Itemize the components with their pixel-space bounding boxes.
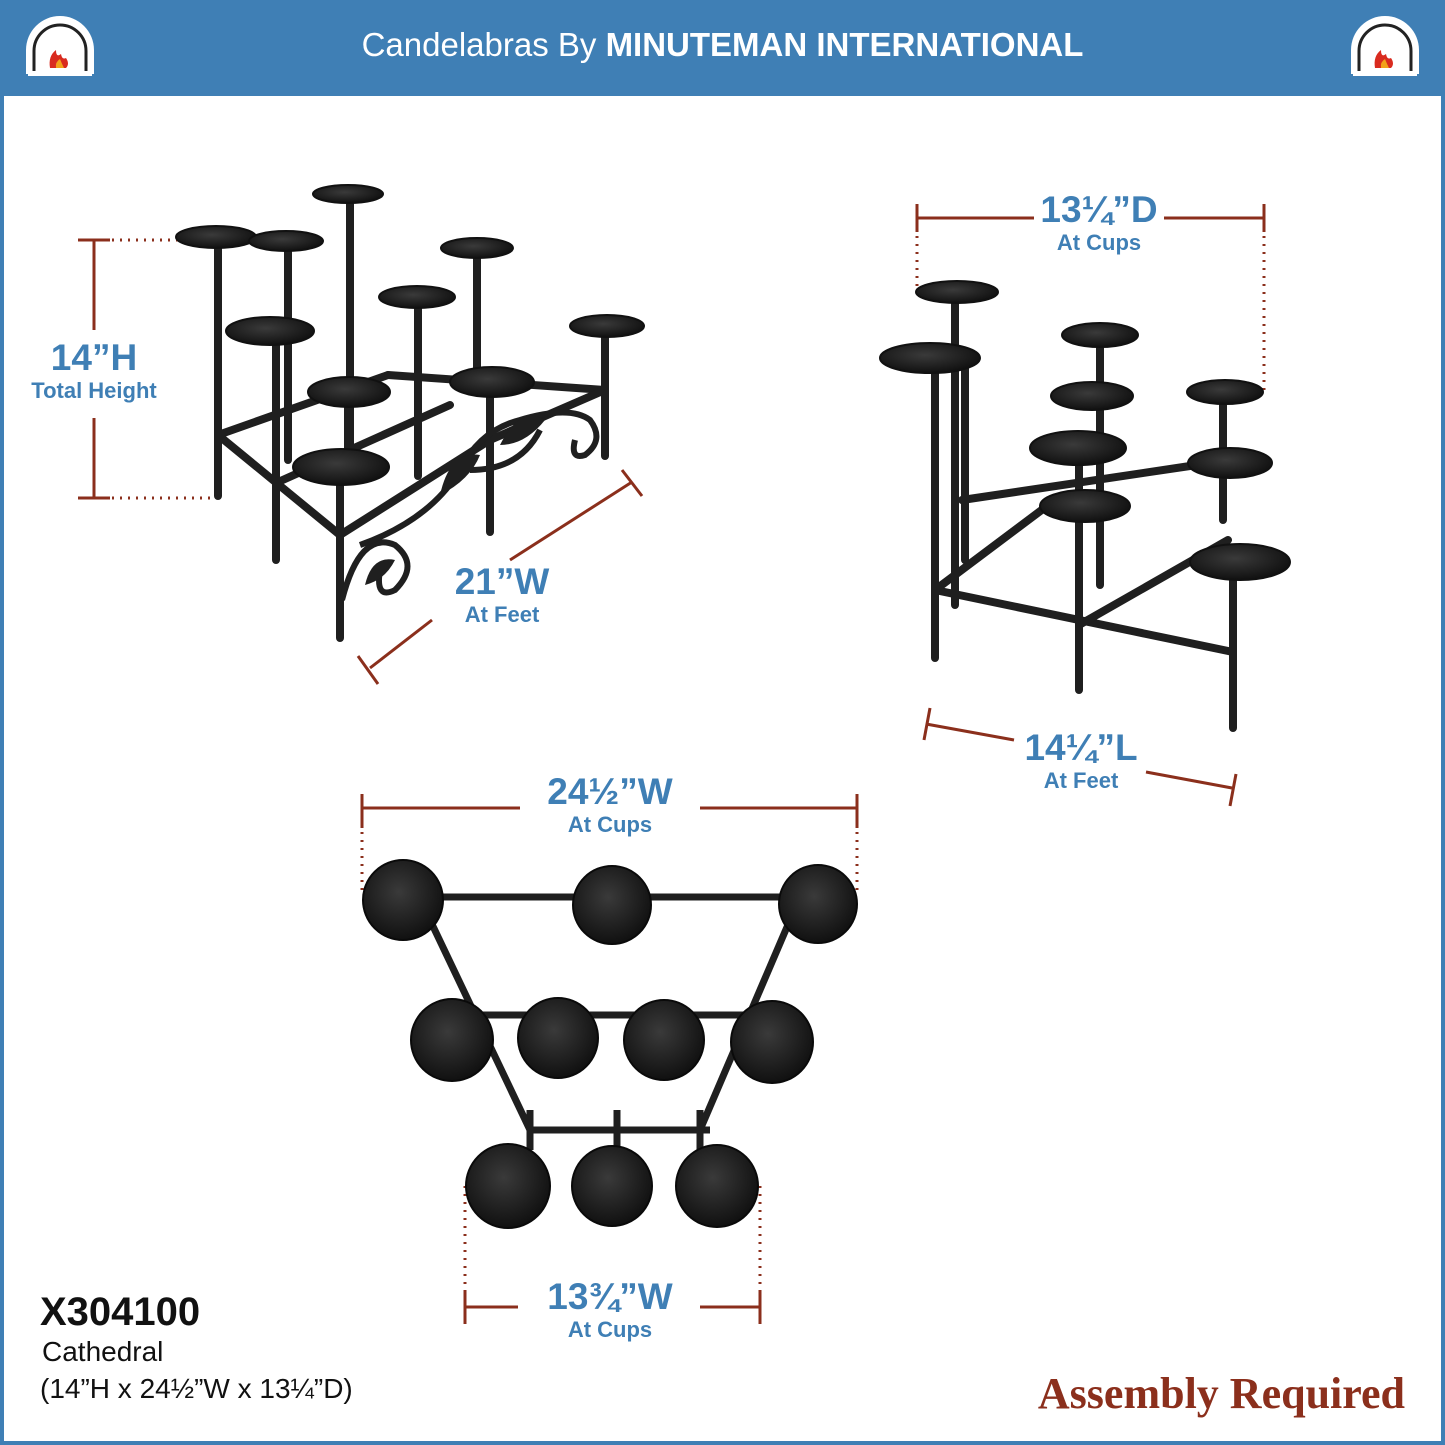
candle-cups xyxy=(879,280,1291,581)
length-feet-label: At Feet xyxy=(1043,768,1119,793)
depth-cups-dimension: 13¼”D At Cups xyxy=(1019,190,1179,256)
dimension-lines xyxy=(78,204,1266,1324)
decorative-scroll xyxy=(339,409,600,601)
width-cups-bottom-dimension: 13¾”W At Cups xyxy=(510,1277,710,1343)
assembly-notice: Assembly Required xyxy=(1037,1369,1405,1418)
depth-cups-label: At Cups xyxy=(1056,230,1142,255)
width-feet-value: 21”W xyxy=(454,561,550,602)
candle-cups xyxy=(175,184,645,486)
minuteman-logo xyxy=(26,16,94,76)
product-name: Cathedral xyxy=(42,1336,164,1367)
width-cups-bottom-label: At Cups xyxy=(567,1317,653,1342)
header-title: Candelabras By MINUTEMAN INTERNATIONAL xyxy=(0,26,1445,64)
width-cups-top-dimension: 24½”W At Cups xyxy=(510,772,710,838)
model-number: X304100 xyxy=(40,1290,201,1334)
height-label: Total Height xyxy=(31,378,157,403)
leaf-ornaments xyxy=(365,415,545,585)
depth-cups-value: 13¼”D xyxy=(1040,189,1158,230)
width-feet-dimension: 21”W At Feet xyxy=(422,562,582,628)
length-feet-value: 14¼”L xyxy=(1024,727,1138,768)
candle-cups xyxy=(362,859,858,1229)
length-feet-dimension: 14¼”L At Feet xyxy=(1001,728,1161,794)
width-feet-label: At Feet xyxy=(464,602,540,627)
width-cups-top-label: At Cups xyxy=(567,812,653,837)
height-value: 14”H xyxy=(50,337,138,378)
width-cups-top-value: 24½”W xyxy=(547,771,673,812)
width-cups-bottom-value: 13¾”W xyxy=(547,1276,673,1317)
height-dimension: 14”H Total Height xyxy=(14,338,174,404)
product-size: (14”H x 24½”W x 13¼”D) xyxy=(40,1373,353,1404)
minuteman-logo xyxy=(1351,16,1419,76)
header-brand: MINUTEMAN INTERNATIONAL xyxy=(605,26,1084,63)
header-bar: Candelabras By MINUTEMAN INTERNATIONAL xyxy=(0,0,1445,96)
header-prefix: Candelabras By xyxy=(361,26,606,63)
